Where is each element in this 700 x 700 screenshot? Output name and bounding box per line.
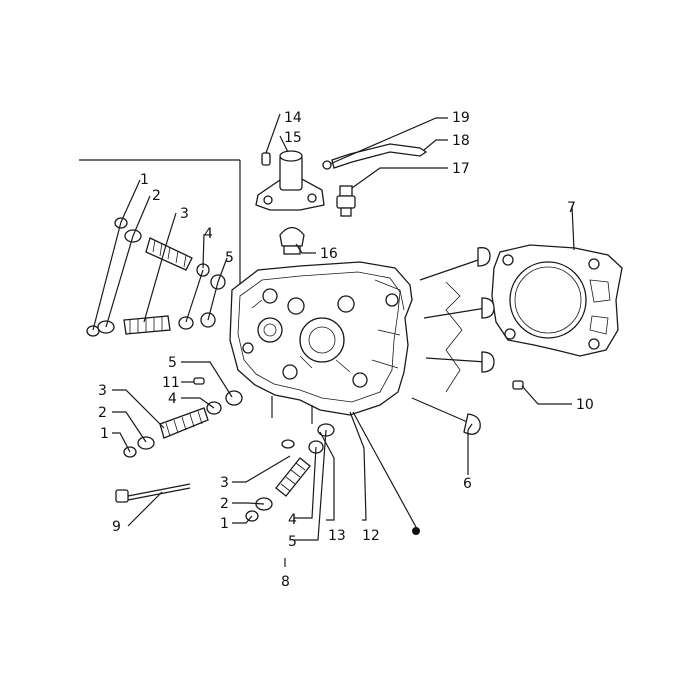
middle-valve-parts [123,377,243,458]
callout-7: 7 [567,200,576,216]
callout-4-middle: 4 [168,391,177,407]
hose-clamp [322,160,332,170]
callout-2-upper: 2 [152,188,161,204]
callout-19: 19 [452,110,470,126]
valve-lead-zigzag [445,281,463,393]
callout-2-middle: 2 [98,405,107,421]
fitting-10 [512,380,524,390]
callout-4-upper: 4 [204,226,213,242]
cylinder-head [229,261,413,424]
callout-5-lower: 5 [288,534,297,550]
callout-15: 15 [284,130,302,146]
callout-13: 13 [328,528,346,544]
callout-4-lower: 4 [288,512,297,528]
callout-10: 10 [576,397,594,413]
callout-labels: 1 2 3 4 5 5 11 4 3 2 1 3 2 1 4 5 13 12 9… [98,110,594,590]
callout-14: 14 [284,110,302,126]
callout-8: 8 [281,574,290,590]
leader-lines [92,113,575,541]
callout-3-upper: 3 [180,206,189,222]
callout-12: 12 [362,528,380,544]
callout-1-upper: 1 [140,172,149,188]
callout-2-lower: 2 [220,496,229,512]
callout-11: 11 [162,375,180,391]
head-gasket [491,244,623,357]
callout-6: 6 [463,476,472,492]
callout-3-middle: 3 [98,383,107,399]
callout-18: 18 [452,133,470,149]
callout-1-middle: 1 [100,426,109,442]
callout-17: 17 [452,161,470,177]
callout-16: 16 [320,246,338,262]
callout-1-lower: 1 [220,516,229,532]
callout-5-upper: 5 [225,250,234,266]
callout-9: 9 [112,519,121,535]
screw-14 [261,152,271,166]
thermostat-cover [255,150,325,211]
head-bolt [115,483,191,503]
callout-5-middle: 5 [168,355,177,371]
coolant-hose [331,143,428,169]
temperature-sensor [336,185,356,217]
kit-boundary-frame [232,160,241,291]
callout-3-lower: 3 [220,475,229,491]
locating-dowel [412,527,420,535]
